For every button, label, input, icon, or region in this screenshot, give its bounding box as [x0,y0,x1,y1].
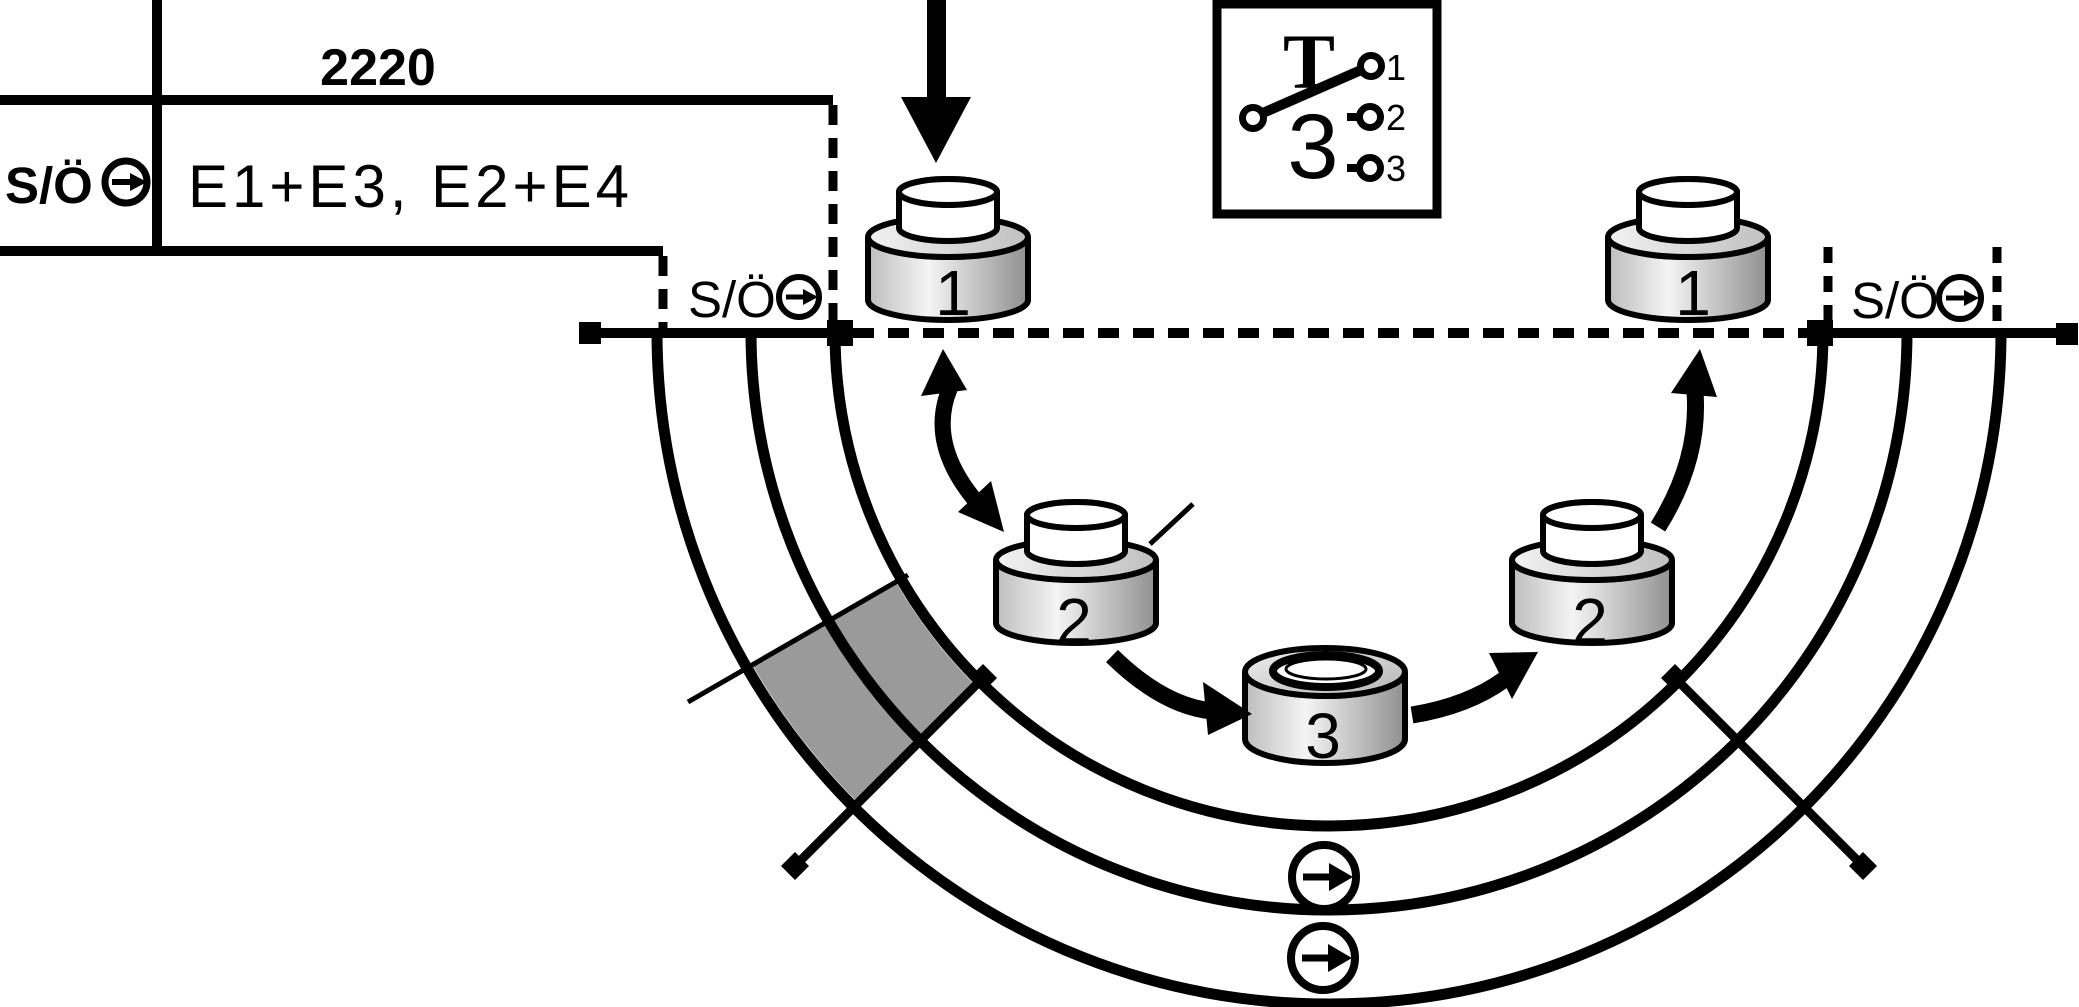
switch-lever [1253,62,1371,121]
knob-label: 1 [1675,257,1711,329]
contact-label-2: 2 [1386,97,1406,138]
rotate-arrow-1-2-left [921,349,1004,532]
rail-square-right [1807,320,1833,346]
rotation-direction-icon [776,274,822,320]
dial-knob-position-1-right: 1 [1608,179,1768,329]
dial-track-outer-arc [651,331,2007,1007]
knob-label: 1 [935,257,971,329]
rotate-arrow-2-3-left [1106,649,1252,735]
rail-end-markers [579,320,2078,346]
tick-diamond [1849,852,1877,880]
rotate-arrow-2-1-right [1650,349,1717,532]
contact-terminal-1 [1357,52,1385,80]
rotation-direction-icon-outer-track [1287,922,1359,994]
contact-terminal-3 [1356,154,1384,182]
knob-label: 3 [1305,700,1341,772]
dashed-leaders [658,105,2002,328]
rotate-arrow-3-2-right [1410,652,1538,724]
spec-table: 2220 S/Ö E1+E3, E2+E4 [0,0,833,256]
tick-diamond [781,852,809,880]
knob-label: 2 [1056,585,1092,657]
rail-square-far-left [579,322,601,344]
knob-label: 2 [1572,585,1608,657]
thin-tick-left [686,572,910,705]
dial-knob-position-2-right: 2 [1512,502,1672,657]
program-number: 3 [1287,96,1338,198]
rotation-direction-icon [1936,274,1984,322]
dial-knob-position-2-left: 2 [996,502,1156,657]
rail-square-far-right [2056,323,2078,345]
press-down-arrow [901,0,971,163]
left-track-label: S/Ö [688,271,776,328]
contact-label-1: 1 [1386,47,1406,88]
track-ticks [686,502,1877,880]
right-track-label: S/Ö [1851,272,1939,329]
thick-tick-left [791,674,987,870]
left-track-label-group: S/Ö [688,271,822,328]
contact-terminal-2 [1356,103,1384,131]
rotation-direction-icon-middle-track [1288,841,1360,913]
table-row-value: E1+E3, E2+E4 [188,153,633,220]
tick-diamond [969,664,997,692]
switch-state-box: T 3 1 2 3 [1212,0,1442,219]
dial-track-inner-arc [829,331,1829,832]
dial-knob-position-1-left: 1 [868,179,1028,329]
table-row-label: S/Ö [5,157,93,214]
right-track-label-group: S/Ö [1851,272,1984,329]
rail-square-left [827,320,853,346]
rotation-direction-icon [101,157,151,207]
model-number: 2220 [320,39,436,97]
knob-recess-floor [1284,657,1368,681]
dial-knob-position-3-center: 3 [1242,645,1408,772]
lever-pivot [1239,104,1267,132]
thick-tick-right [1671,674,1867,870]
contact-label-3: 3 [1386,148,1406,189]
tick-diamond [1661,664,1689,692]
knob-pointer-tick [1148,502,1195,546]
dial-range-wedge [752,582,976,803]
